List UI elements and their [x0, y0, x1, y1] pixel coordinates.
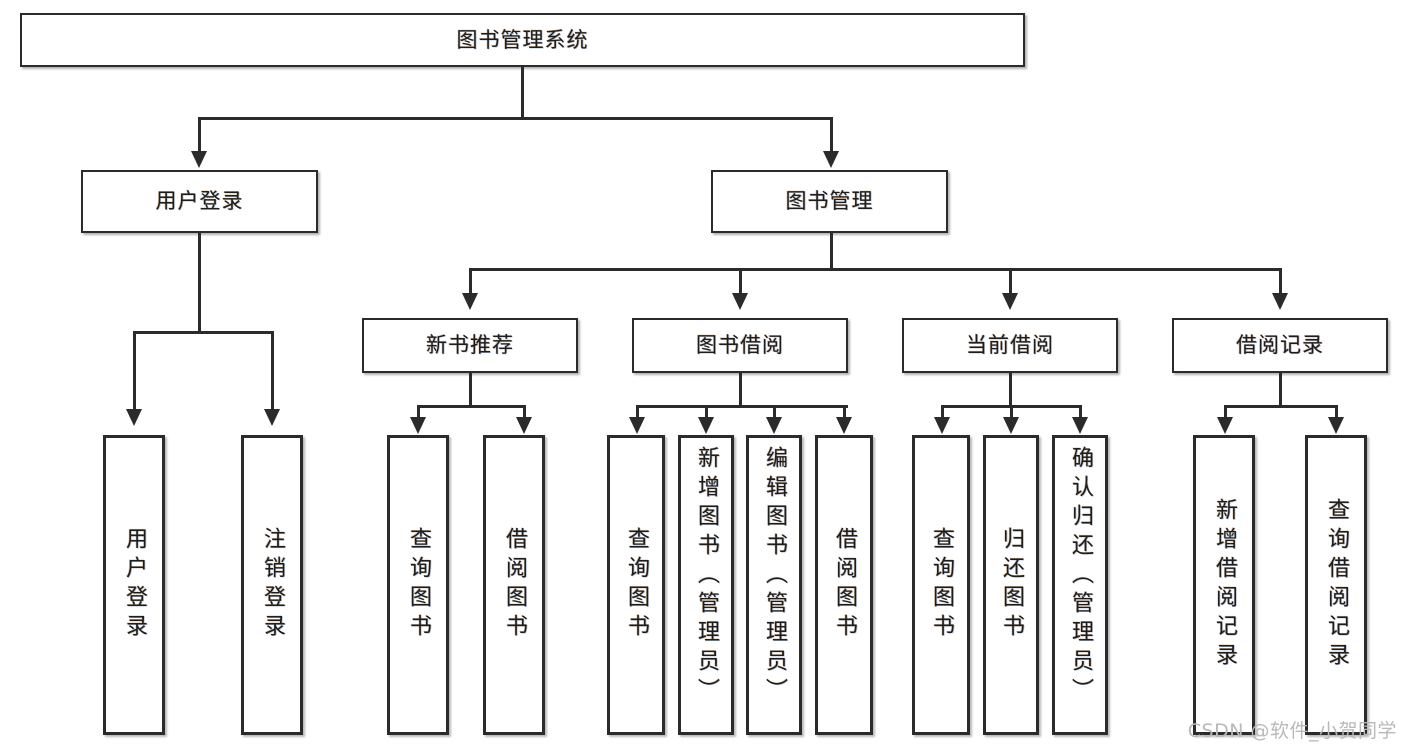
node-book-management[interactable]: 图书管理	[711, 170, 948, 233]
leaf-label: 查询借阅记录	[1324, 498, 1349, 672]
connector-br-to-leaf-2	[1335, 405, 1338, 419]
leaf-label: 用户登录	[122, 527, 147, 643]
leaf-label: 查询图书	[929, 527, 954, 643]
connector-user-login-to-leaf-2	[271, 331, 274, 409]
connector-bb-to-leaf-4	[843, 405, 846, 419]
leaf-user-login[interactable]: 用户登录	[103, 435, 165, 735]
connector-root-stem	[521, 67, 524, 119]
leaf-label: 确认归还（管理员）	[1068, 446, 1093, 707]
connector-bb-to-leaf-3	[773, 405, 776, 419]
connector-new-book-stem	[469, 373, 472, 407]
node-label: 借阅记录	[1236, 333, 1324, 358]
leaf-label: 新增借阅记录	[1212, 498, 1237, 672]
connector-borrow-record-bus	[1224, 405, 1337, 408]
arrowhead-leaf-borrow-record-1	[1217, 417, 1233, 434]
node-book-borrow[interactable]: 图书借阅	[632, 318, 848, 373]
connector-cb-to-leaf-2	[1010, 405, 1013, 419]
arrowhead-leaf-book-borrow-2	[698, 417, 714, 434]
leaf-add-book-admin[interactable]: 新增图书（管理员）	[678, 435, 734, 735]
connector-cb-to-leaf-3	[1079, 405, 1082, 419]
connector-user-login-to-leaf-1	[133, 331, 136, 409]
connector-new-book-bus	[417, 405, 525, 408]
arrowhead-leaf-current-borrow-3	[1072, 417, 1088, 434]
arrowhead-leaf-current-borrow-1	[934, 417, 950, 434]
connector-root-bus	[198, 117, 833, 120]
connector-book-borrow-stem	[739, 373, 742, 407]
node-label: 用户登录	[155, 189, 244, 214]
leaf-return-book[interactable]: 归还图书	[983, 435, 1039, 735]
connector-book-borrow-bus	[636, 405, 848, 408]
node-new-book-recommend[interactable]: 新书推荐	[362, 318, 578, 373]
connector-current-borrow-stem	[1009, 373, 1012, 407]
connector-br-to-leaf-1	[1224, 405, 1227, 419]
arrowhead-current-borrow	[1002, 293, 1018, 310]
node-user-login[interactable]: 用户登录	[81, 170, 318, 233]
arrowhead-borrow-record	[1272, 293, 1288, 310]
leaf-query-book-recommend[interactable]: 查询图书	[387, 435, 449, 735]
node-label: 图书管理	[785, 189, 874, 214]
arrowhead-leaf-book-borrow-4	[836, 417, 852, 434]
arrowhead-leaf-current-borrow-2	[1003, 417, 1019, 434]
arrowhead-leaf-user-login-2	[264, 409, 280, 426]
leaf-borrow-book[interactable]: 借阅图书	[815, 435, 873, 735]
leaf-query-book-borrow[interactable]: 查询图书	[607, 435, 665, 735]
leaf-query-borrow-record[interactable]: 查询借阅记录	[1305, 435, 1367, 735]
leaf-logout[interactable]: 注销登录	[241, 435, 303, 735]
leaf-label: 归还图书	[999, 527, 1024, 643]
arrowhead-leaf-new-book-1	[410, 417, 426, 434]
leaf-add-borrow-record[interactable]: 新增借阅记录	[1193, 435, 1255, 735]
arrowhead-new-book-recommend	[462, 293, 478, 310]
arrowhead-user-login	[191, 151, 207, 168]
connector-book-management-stem	[830, 233, 833, 270]
leaf-label: 查询图书	[624, 527, 649, 643]
connector-book-management-bus	[469, 268, 1281, 271]
connector-user-login-bus	[133, 331, 273, 334]
connector-user-login-stem	[198, 233, 201, 333]
connector-borrow-record-stem	[1279, 373, 1282, 407]
arrowhead-book-borrow	[732, 293, 748, 310]
arrowhead-leaf-book-borrow-3	[766, 417, 782, 434]
node-borrow-record[interactable]: 借阅记录	[1172, 318, 1388, 373]
leaf-label: 编辑图书（管理员）	[762, 446, 787, 707]
node-label: 当前借阅	[966, 333, 1054, 358]
node-label: 图书借阅	[696, 333, 784, 358]
connector-cb-to-leaf-1	[941, 405, 944, 419]
node-label: 图书管理系统	[456, 27, 589, 52]
leaf-label: 查询图书	[406, 527, 431, 643]
connector-new-book-to-leaf-2	[523, 405, 526, 419]
connector-bm-to-new-book	[469, 268, 472, 293]
connector-root-to-book-management	[830, 117, 833, 151]
arrowhead-leaf-user-login-1	[126, 409, 142, 426]
leaf-borrow-book-recommend[interactable]: 借阅图书	[483, 435, 545, 735]
connector-bb-to-leaf-2	[705, 405, 708, 419]
node-book-management-system[interactable]: 图书管理系统	[20, 13, 1025, 67]
leaf-confirm-return-admin[interactable]: 确认归还（管理员）	[1052, 435, 1108, 735]
arrowhead-leaf-new-book-2	[516, 417, 532, 434]
leaf-label: 借阅图书	[502, 527, 527, 643]
connector-bm-to-borrow-record	[1279, 268, 1282, 293]
csdn-watermark: CSDN @软件_小贺同学	[1187, 720, 1397, 742]
node-label: 新书推荐	[426, 333, 514, 358]
leaf-label: 新增图书（管理员）	[694, 446, 719, 707]
leaf-edit-book-admin[interactable]: 编辑图书（管理员）	[746, 435, 802, 735]
arrowhead-book-management	[823, 151, 839, 168]
connector-root-to-user-login	[198, 117, 201, 151]
leaf-label: 借阅图书	[832, 527, 857, 643]
leaf-label: 注销登录	[260, 527, 285, 643]
arrowhead-leaf-book-borrow-1	[629, 417, 645, 434]
connector-new-book-to-leaf-1	[417, 405, 420, 419]
connector-bm-to-book-borrow	[739, 268, 742, 293]
connector-bm-to-current-borrow	[1009, 268, 1012, 293]
arrowhead-leaf-borrow-record-2	[1328, 417, 1344, 434]
connector-bb-to-leaf-1	[636, 405, 639, 419]
node-current-borrow[interactable]: 当前借阅	[902, 318, 1118, 373]
leaf-query-book-current[interactable]: 查询图书	[912, 435, 970, 735]
